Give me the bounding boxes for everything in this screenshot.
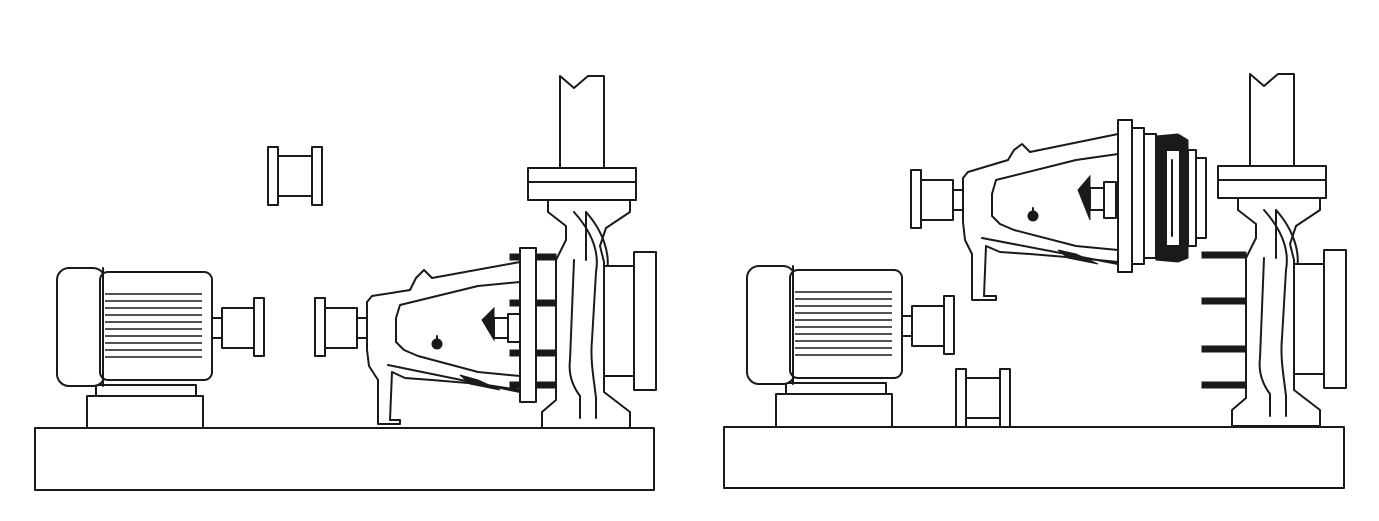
discharge-pipe-right: [1217, 73, 1327, 199]
pump-coupling-hub-left: [314, 297, 368, 357]
motor-fins-left: [105, 293, 202, 358]
motor-right: [746, 265, 913, 385]
motor-coupling-hub-right: [911, 295, 955, 355]
motor-fins-right: [795, 291, 892, 356]
right-panel: [723, 73, 1347, 489]
motor-pedestal-left: [86, 395, 204, 429]
coupling-spacer-left: [267, 146, 323, 206]
coupling-spacer-right: [955, 368, 1011, 428]
base-plate-left: [34, 427, 655, 491]
studs-right: [1201, 251, 1247, 389]
bearing-frame-left: [366, 261, 521, 425]
base-plate-right: [723, 426, 1345, 489]
back-pullout-assembly-right: [910, 119, 1207, 301]
motor-foot-right: [785, 382, 887, 395]
motor-left: [56, 267, 223, 387]
motor-foot-left: [95, 384, 197, 397]
casing-cover-left: [519, 247, 537, 403]
suction-flange-right: [1293, 249, 1347, 389]
motor-coupling-hub-left: [221, 297, 265, 357]
motor-pedestal-right: [775, 393, 893, 428]
pump-casing-right: [1231, 197, 1321, 427]
discharge-pipe-left: [527, 75, 637, 201]
pump-casing-left: [541, 199, 631, 429]
suction-flange-left: [603, 251, 657, 391]
left-panel: [34, 75, 657, 491]
